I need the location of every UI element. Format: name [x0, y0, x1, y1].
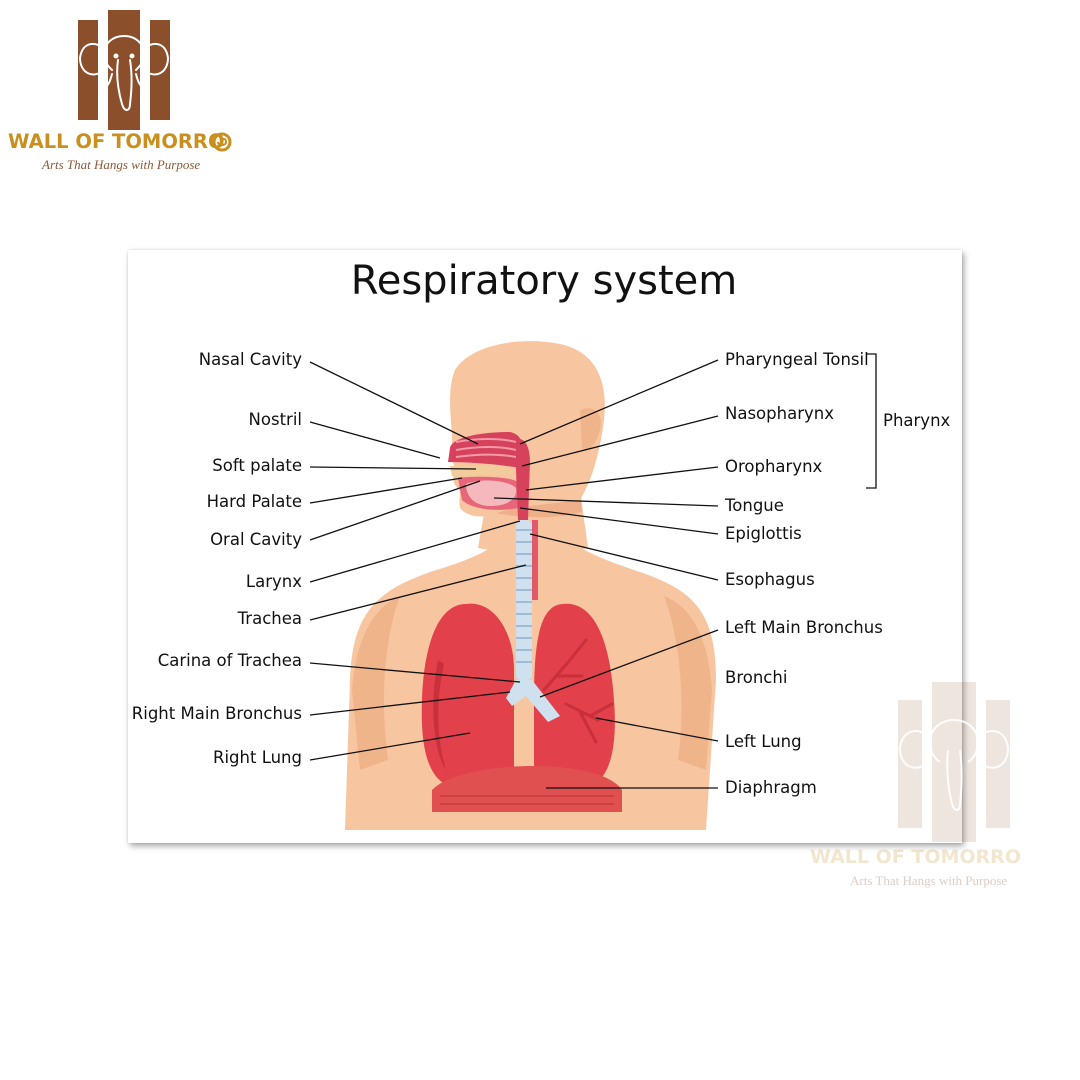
label-hard-palate: Hard Palate — [206, 492, 302, 511]
label-trachea: Trachea — [237, 609, 302, 628]
tongue — [466, 480, 517, 506]
label-right-main-bronchus: Right Main Bronchus — [131, 704, 302, 723]
label-esophagus: Esophagus — [725, 570, 815, 589]
brand-name: WALL OF TOMORRO — [8, 130, 225, 153]
poster-title: Respiratory system — [350, 258, 738, 304]
brand-tagline: Arts That Hangs with Purpose — [42, 157, 201, 172]
swirl-icon — [212, 132, 232, 152]
bronchial-tree — [542, 638, 614, 744]
watermark-tagline: Arts That Hangs with Purpose — [850, 873, 1008, 888]
right-lung-shade — [433, 660, 446, 770]
brand-logo: WALL OF TOMORRO Arts That Hangs with Pur… — [0, 0, 260, 190]
watermark-elephant-icon — [898, 682, 1010, 842]
label-left-main-bronchus: Left Main Bronchus — [725, 618, 883, 637]
label-larynx: Larynx — [245, 572, 302, 591]
label-carina: Carina of Trachea — [157, 651, 302, 670]
label-oropharynx: Oropharynx — [725, 457, 823, 476]
diaphragm — [432, 765, 622, 812]
label-bronchi: Bronchi — [725, 668, 788, 687]
right-lung — [421, 603, 514, 787]
esophagus — [532, 520, 538, 600]
label-right-lung: Right Lung — [213, 748, 302, 767]
label-nasal-cavity: Nasal Cavity — [198, 350, 302, 369]
label-diaphragm: Diaphragm — [725, 778, 817, 797]
label-soft-palate: Soft palate — [212, 456, 302, 475]
label-nostril: Nostril — [248, 410, 302, 429]
torso-shadow-left — [352, 596, 400, 770]
label-nasopharynx: Nasopharynx — [725, 404, 834, 423]
label-tongue: Tongue — [725, 496, 784, 515]
label-oral-cavity: Oral Cavity — [210, 530, 302, 549]
label-epiglottis: Epiglottis — [725, 524, 802, 543]
watermark-name: WALL OF TOMORRO — [810, 846, 1021, 868]
elephant-logo-icon — [78, 10, 170, 130]
label-pharyngeal-tonsil: Pharyngeal Tonsil — [725, 350, 869, 369]
bronchi — [506, 680, 560, 722]
ear — [580, 408, 601, 450]
label-pharynx: Pharynx — [883, 411, 951, 430]
label-left-lung: Left Lung — [725, 732, 802, 751]
torso-shadow-right — [664, 596, 712, 770]
watermark: WALL OF TOMORRO Arts That Hangs with Pur… — [800, 680, 1080, 890]
trachea — [516, 520, 532, 680]
